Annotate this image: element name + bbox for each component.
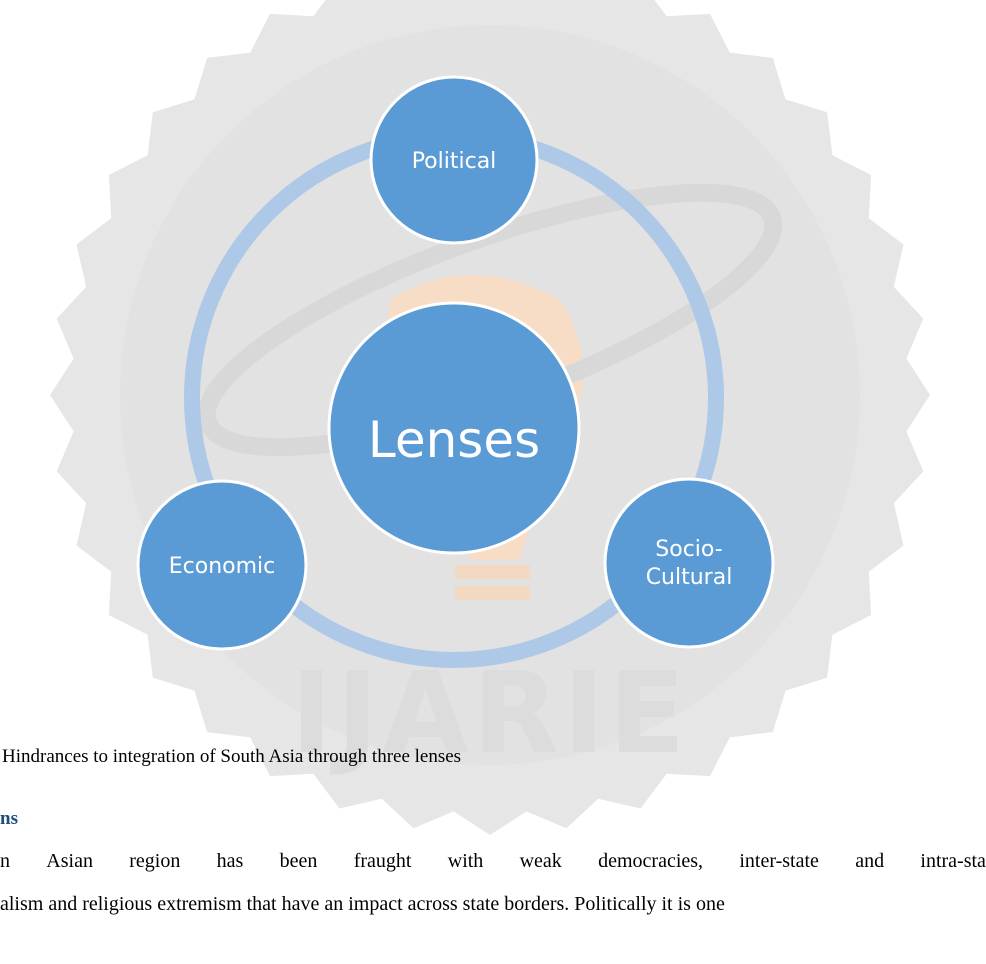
- figure-caption: Hindrances to integration of South Asia …: [2, 746, 462, 767]
- paragraph-word: inter-state: [739, 850, 819, 872]
- paragraph-word: has: [216, 850, 244, 872]
- watermark-text: IJARIE: [291, 649, 689, 779]
- paragraph-word: and: [855, 850, 885, 872]
- center-node-lenses: [327, 301, 581, 555]
- node-socio-cultural-label-line2: Cultural: [646, 565, 733, 590]
- section-heading: ns: [0, 808, 18, 829]
- paragraph-line-2: alism and religious extremism that have …: [0, 893, 725, 915]
- bulb-base-stripe-2: [455, 586, 530, 600]
- node-political: Political: [369, 75, 539, 245]
- paragraph-line-1: n Asian region has been fraught with weak democr…: [0, 850, 986, 873]
- center-node-label: Lenses: [368, 411, 540, 469]
- paragraph-word: democracies,: [598, 850, 704, 872]
- node-political-label: Political: [412, 149, 497, 174]
- paragraph-word: with: [447, 850, 484, 872]
- paragraph-word: weak: [519, 850, 562, 872]
- node-socio-cultural: Socio- Cultural: [603, 477, 775, 649]
- paragraph-word: n: [0, 850, 10, 872]
- bulb-base-stripe-1: [455, 565, 530, 579]
- paragraph-word: intra-sta: [920, 850, 986, 872]
- paragraph-word: been: [279, 850, 318, 872]
- node-economic: Economic: [136, 479, 308, 651]
- paragraph-word: region: [129, 850, 181, 872]
- node-socio-cultural-label-line1: Socio-: [655, 537, 722, 562]
- node-economic-label: Economic: [169, 554, 276, 579]
- paragraph-word: Asian: [46, 850, 93, 872]
- paragraph-word: fraught: [353, 850, 412, 872]
